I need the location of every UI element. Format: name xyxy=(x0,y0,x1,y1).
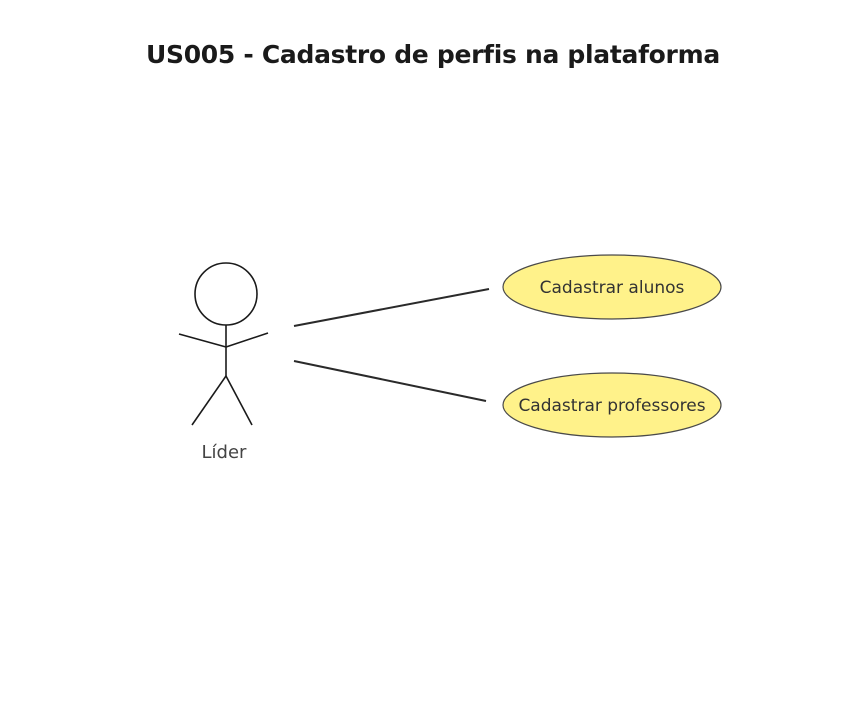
use-case-label: Cadastrar alunos xyxy=(540,278,685,298)
use-case-ellipse xyxy=(502,254,722,320)
actor-left-leg xyxy=(191,375,227,426)
use-case-label: Cadastrar professores xyxy=(518,396,705,416)
diagram-title: US005 - Cadastro de perfis na plataforma xyxy=(146,40,720,69)
use-case-cadastrar-alunos[interactable]: Cadastrar alunos xyxy=(502,254,722,320)
actor-label: Líder xyxy=(202,442,248,463)
actor-lider[interactable]: Líder xyxy=(178,262,269,463)
use-case-ellipse xyxy=(502,372,722,438)
association-line-cadastrar-alunos[interactable] xyxy=(293,288,490,327)
actor-right-leg xyxy=(225,375,253,426)
use-case-cadastrar-professores[interactable]: Cadastrar professores xyxy=(502,372,722,438)
association-line-cadastrar-professores[interactable] xyxy=(293,360,487,402)
actor-head xyxy=(194,262,258,326)
actor-right-arm xyxy=(225,332,269,348)
actor-left-arm xyxy=(178,333,227,348)
